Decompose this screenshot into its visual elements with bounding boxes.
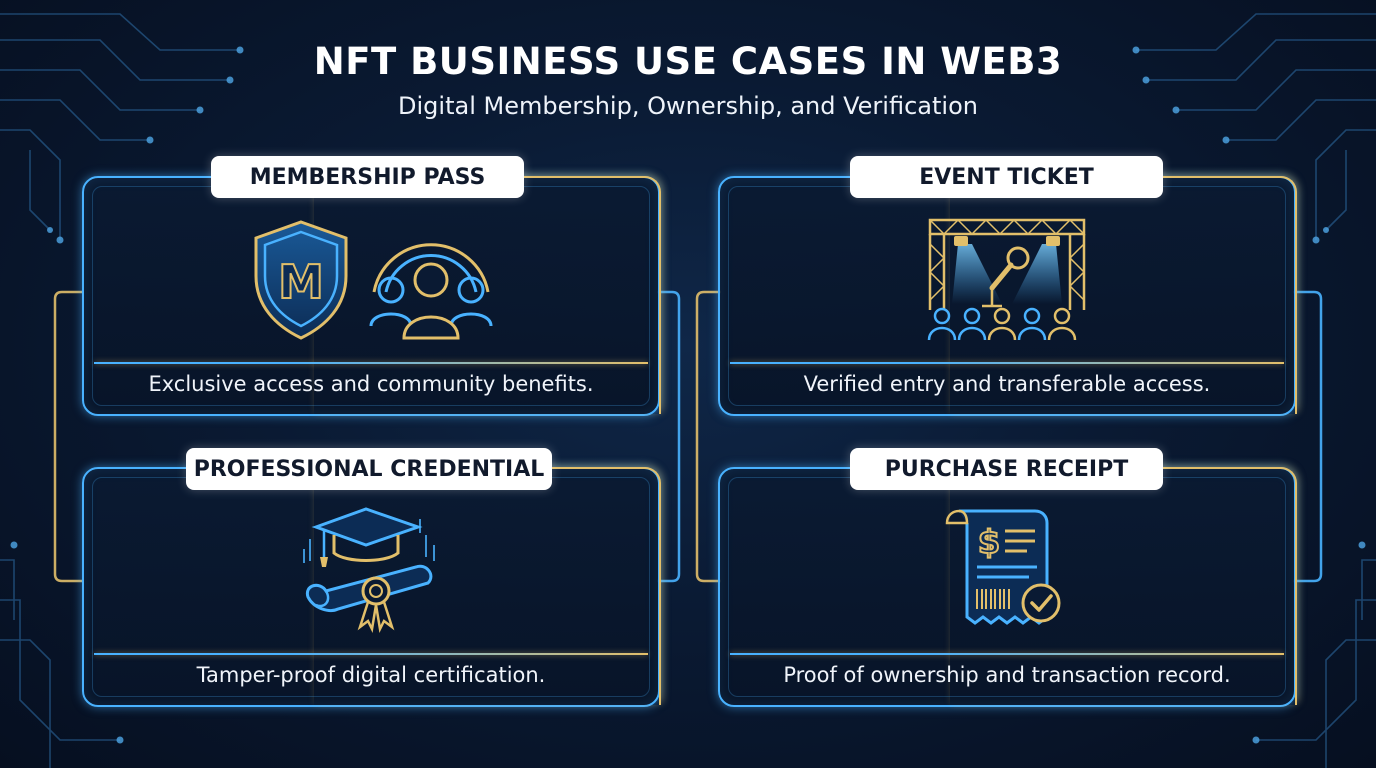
- card-label-event-ticket: EVENT TICKET: [850, 156, 1163, 198]
- card-description: Tamper-proof digital certification.: [196, 663, 546, 687]
- concert-stage-icon: [927, 218, 1086, 341]
- page-title: NFT BUSINESS USE CASES IN WEB3: [313, 40, 1063, 83]
- card-description: Verified entry and transferable access.: [803, 372, 1211, 396]
- shield-letter: M: [278, 255, 324, 309]
- card-description: Exclusive access and community benefits.: [148, 372, 594, 396]
- page-subtitle: Digital Membership, Ownership, and Verif…: [398, 92, 978, 120]
- receipt-currency-symbol: $: [978, 523, 1000, 561]
- card-purchase-receipt: $ Proof of ownership and transaction rec…: [718, 466, 1297, 707]
- card-label-purchase-receipt: PURCHASE RECEIPT: [850, 448, 1163, 490]
- card-professional-credential: Tamper-proof digital certification.: [82, 466, 661, 707]
- card-event-ticket: Verified entry and transferable access.: [718, 175, 1297, 416]
- card-label-membership-pass: MEMBERSHIP PASS: [211, 156, 524, 198]
- graduation-diploma-icon: [303, 507, 435, 633]
- card-label-professional-credential: PROFESSIONAL CREDENTIAL: [186, 448, 552, 490]
- shield-community-icon: M: [254, 220, 493, 340]
- card-membership-pass: M Exclusive access and community benefit…: [82, 175, 661, 416]
- card-description: Proof of ownership and transaction recor…: [783, 663, 1231, 687]
- receipt-check-icon: $: [945, 509, 1061, 625]
